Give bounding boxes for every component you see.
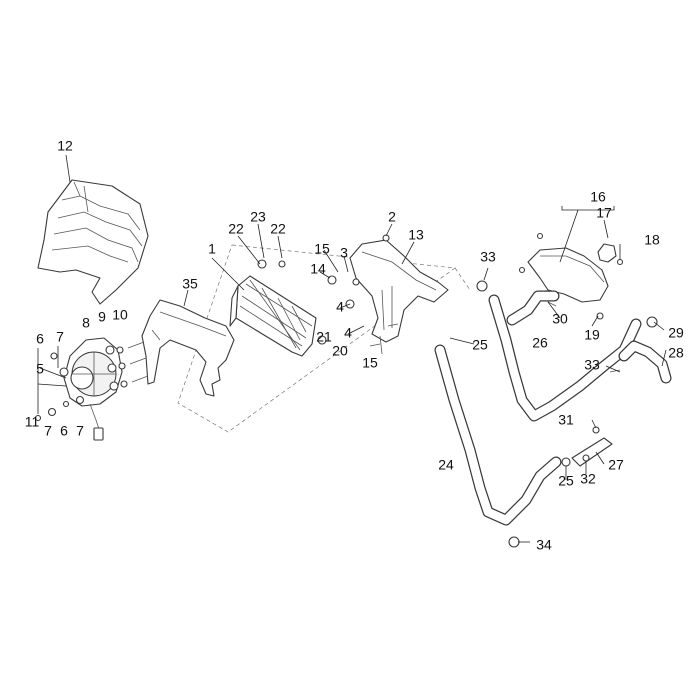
callout-3: 3 bbox=[340, 245, 348, 261]
callout-9: 9 bbox=[98, 309, 106, 325]
coolant-hose-24-part[interactable] bbox=[434, 344, 562, 526]
radiator-cover-part[interactable] bbox=[37, 179, 149, 305]
callout-31: 31 bbox=[558, 412, 574, 428]
callout-16: 16 bbox=[590, 189, 606, 205]
callout-22: 22 bbox=[228, 221, 244, 237]
callout-32: 32 bbox=[580, 471, 596, 487]
callout-4-second: 4 bbox=[344, 325, 352, 341]
callout-12: 12 bbox=[57, 138, 73, 154]
callout-30: 30 bbox=[552, 311, 568, 327]
coolant-hose-30-part[interactable] bbox=[506, 290, 560, 326]
coolant-hose-26-part[interactable] bbox=[488, 294, 642, 422]
callout-29: 29 bbox=[668, 325, 684, 341]
callout-21: 21 bbox=[316, 329, 332, 345]
callout-34: 34 bbox=[536, 537, 552, 553]
callout-26: 26 bbox=[532, 335, 548, 351]
callout-24: 24 bbox=[438, 457, 454, 473]
part-callouts: 1 2 3 4 4 5 6 6 7 7 7 8 9 10 11 12 13 14… bbox=[25, 138, 684, 553]
callout-7: 7 bbox=[56, 329, 64, 345]
callout-17: 17 bbox=[596, 205, 612, 221]
cooling-fan-part[interactable] bbox=[63, 337, 123, 441]
callout-7-third: 7 bbox=[76, 423, 84, 439]
callout-33-second: 33 bbox=[584, 357, 600, 373]
callout-25: 25 bbox=[472, 337, 488, 353]
mounting-frame-part[interactable] bbox=[349, 239, 449, 343]
callout-15: 15 bbox=[314, 241, 330, 257]
callout-8: 8 bbox=[82, 315, 90, 331]
callout-13: 13 bbox=[408, 227, 424, 243]
callout-33: 33 bbox=[480, 249, 496, 265]
callout-14: 14 bbox=[310, 261, 326, 277]
callout-10: 10 bbox=[112, 307, 128, 323]
callout-15-second: 15 bbox=[362, 355, 378, 371]
callout-2: 2 bbox=[388, 209, 396, 225]
fan-shroud-bracket-part[interactable] bbox=[141, 299, 235, 397]
callout-4: 4 bbox=[336, 299, 344, 315]
callout-27: 27 bbox=[608, 457, 624, 473]
callout-28: 28 bbox=[668, 345, 684, 361]
callout-7-second: 7 bbox=[44, 423, 52, 439]
pipe-fitting-27-part[interactable] bbox=[571, 437, 613, 467]
expansion-tank-part[interactable] bbox=[527, 243, 617, 307]
callout-22-second: 22 bbox=[270, 221, 286, 237]
callout-6-second: 6 bbox=[60, 423, 68, 439]
callout-11: 11 bbox=[25, 414, 40, 430]
callout-35: 35 bbox=[182, 276, 198, 292]
leader-lines bbox=[37, 154, 667, 543]
callout-6: 6 bbox=[36, 331, 44, 347]
coolant-hose-28-part[interactable] bbox=[618, 340, 672, 384]
callout-20: 20 bbox=[332, 343, 348, 359]
radiator-part[interactable] bbox=[229, 275, 317, 357]
callout-23: 23 bbox=[250, 209, 266, 225]
callout-5: 5 bbox=[36, 361, 44, 377]
callout-25-second: 25 bbox=[558, 473, 574, 489]
callout-1: 1 bbox=[208, 241, 216, 257]
callout-18: 18 bbox=[644, 232, 660, 248]
callout-19: 19 bbox=[584, 327, 600, 343]
